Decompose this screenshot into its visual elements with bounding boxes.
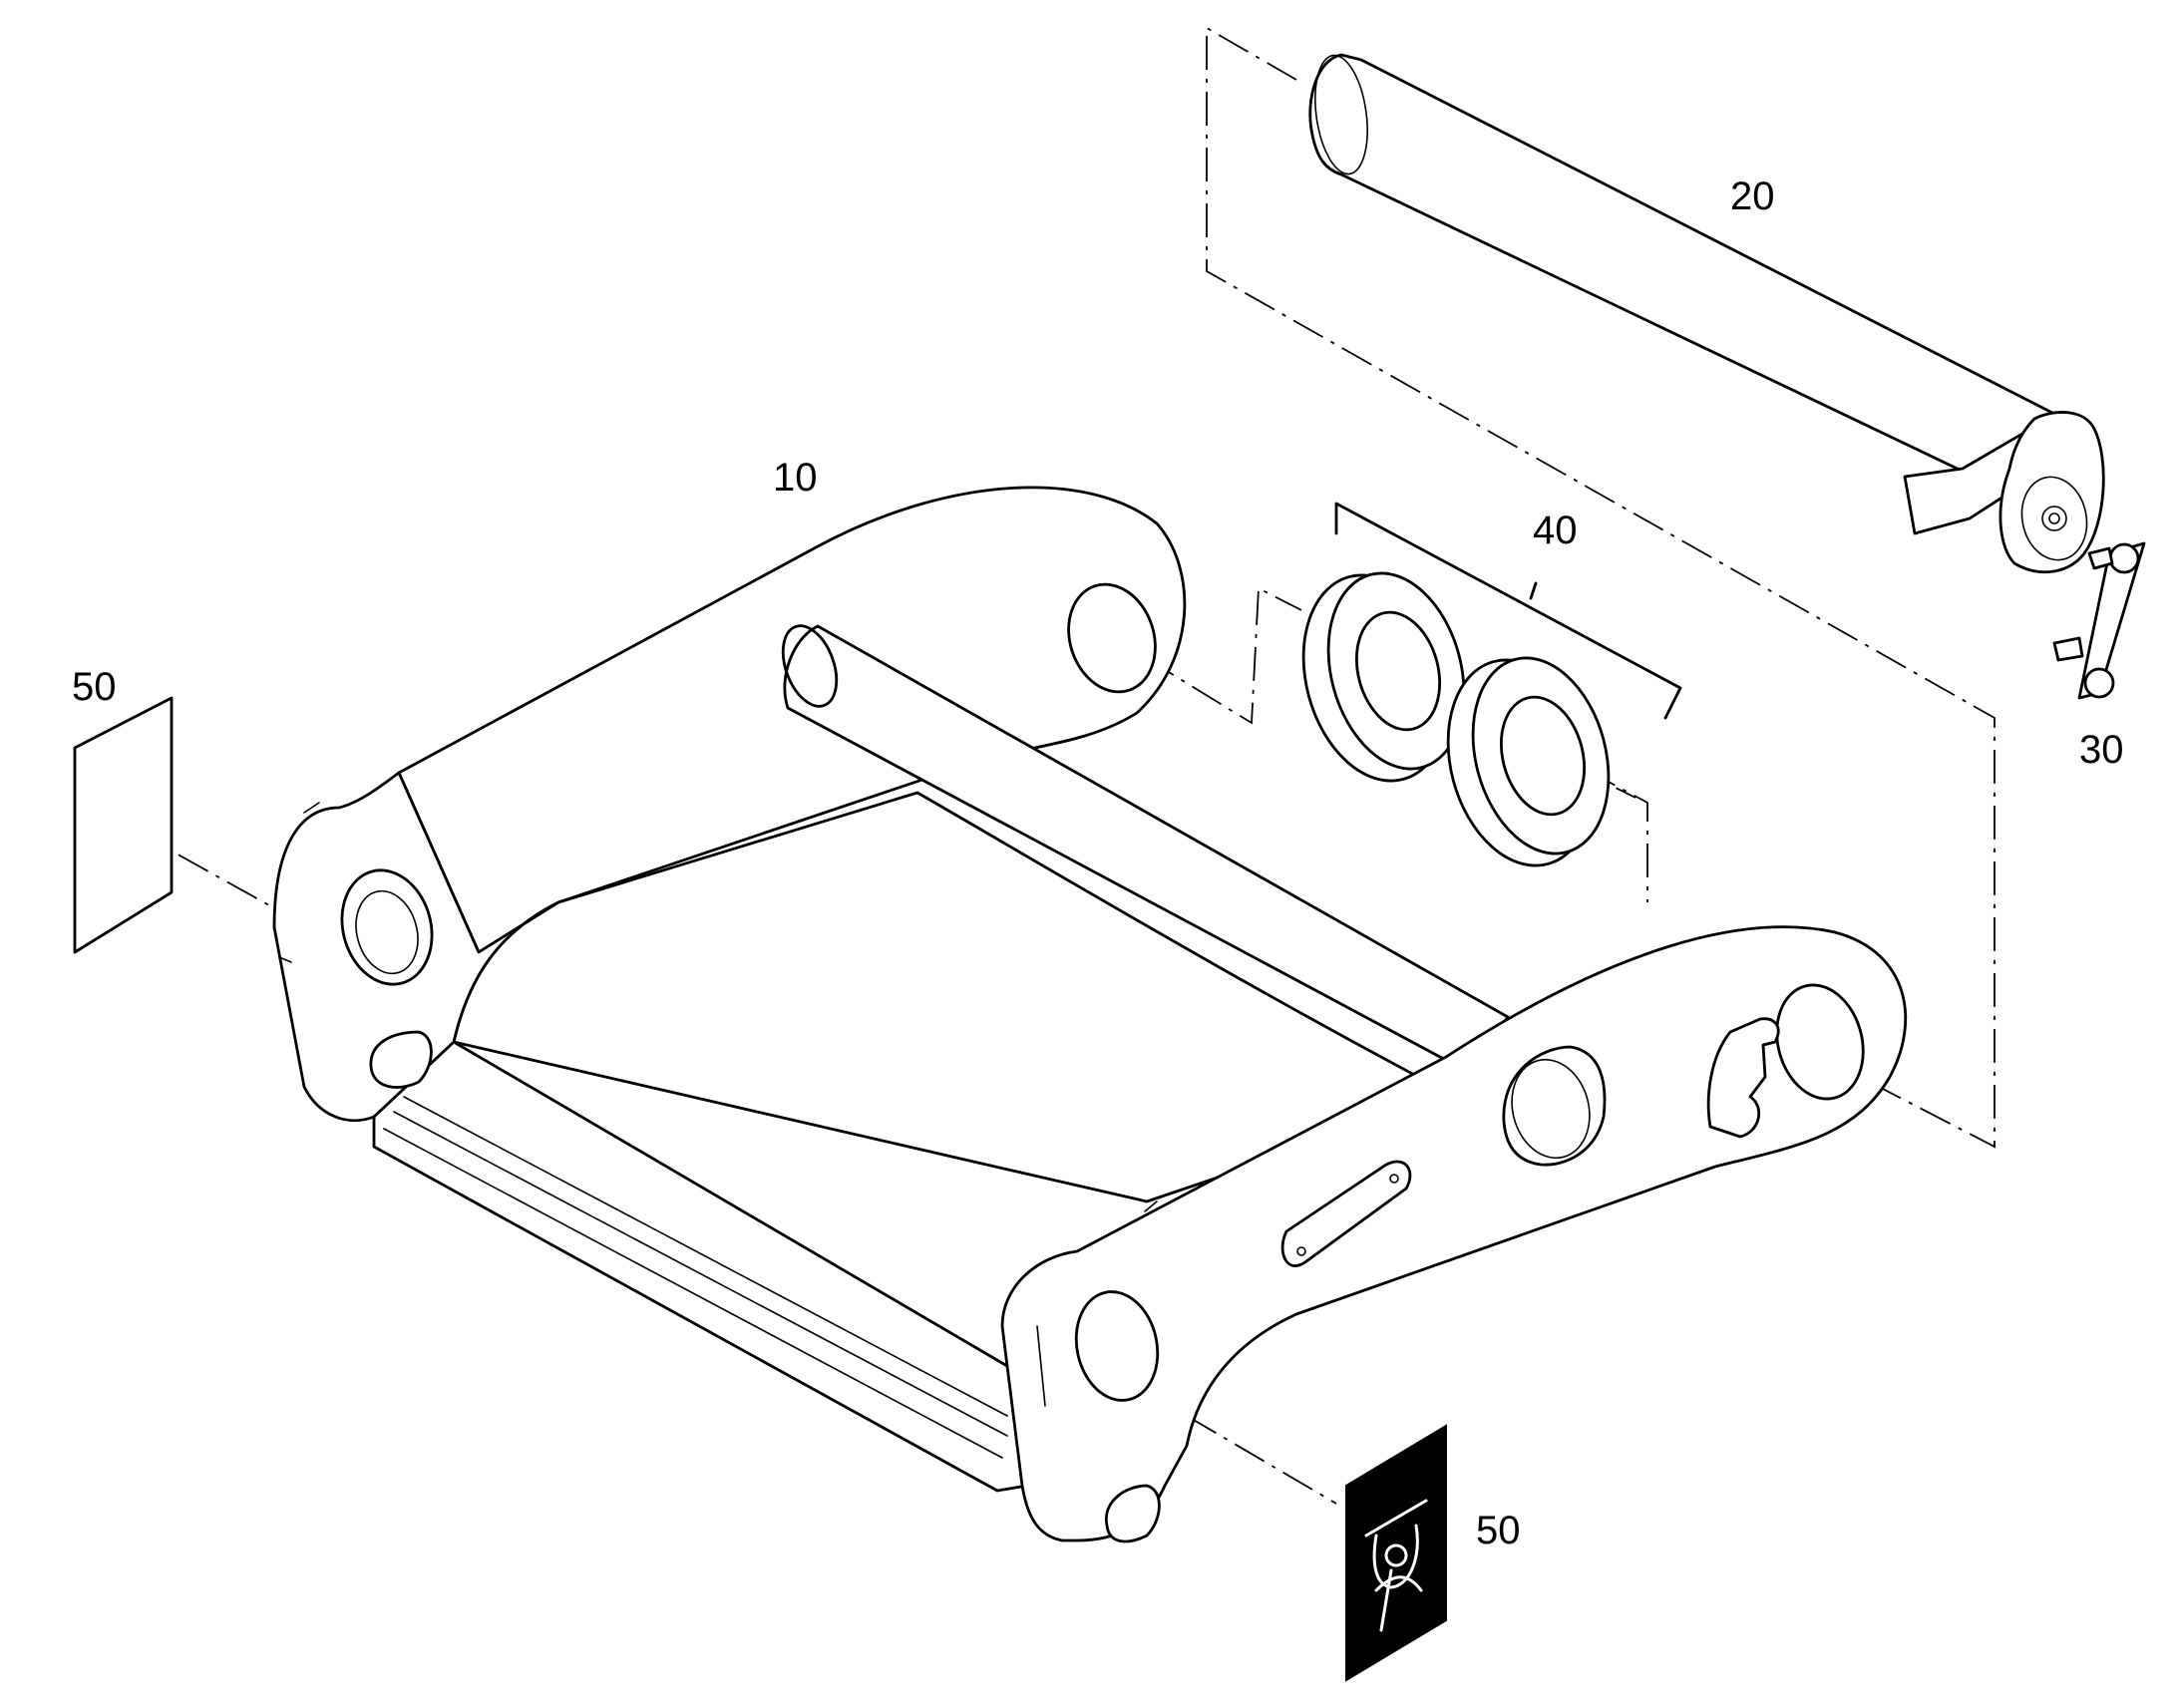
decal-right-body [1345, 1424, 1447, 1682]
front-plate-bore-low [1074, 1290, 1160, 1402]
pin [1308, 53, 2105, 574]
callout-50-right: 50 [1476, 1509, 1521, 1552]
front-plate-bore-right [1775, 983, 1865, 1101]
pin-head [1998, 411, 2105, 574]
bushing-2 [1446, 656, 1611, 867]
callout-50-left: 50 [72, 665, 117, 709]
front-plate-slot [1105, 1484, 1161, 1543]
lock-plate [2052, 541, 2146, 700]
callout-labels: 10 20 30 40 50 50 [72, 174, 2124, 1552]
frame-back-plate [397, 486, 1187, 954]
callout-20: 20 [1730, 174, 1775, 218]
callout-40: 40 [1533, 509, 1578, 552]
back-plate-bore [1067, 582, 1157, 694]
callout-10: 10 [773, 456, 818, 500]
decal-left [73, 696, 174, 954]
left-plate-slot [369, 1030, 433, 1089]
pin-shaft [1308, 53, 2056, 496]
bushing-1 [1301, 571, 1466, 783]
warning-symbol [1364, 1499, 1428, 1632]
frame-front-plate [1000, 925, 1908, 1542]
callout-30: 30 [2079, 728, 2124, 772]
front-plate-nameplate [1280, 1160, 1412, 1267]
frame [272, 486, 1908, 1543]
bushings [1301, 502, 1682, 867]
front-plate-lock-bracket [1706, 1017, 1780, 1139]
decal-right [1345, 1424, 1447, 1682]
front-plate-boss [1502, 1045, 1607, 1167]
